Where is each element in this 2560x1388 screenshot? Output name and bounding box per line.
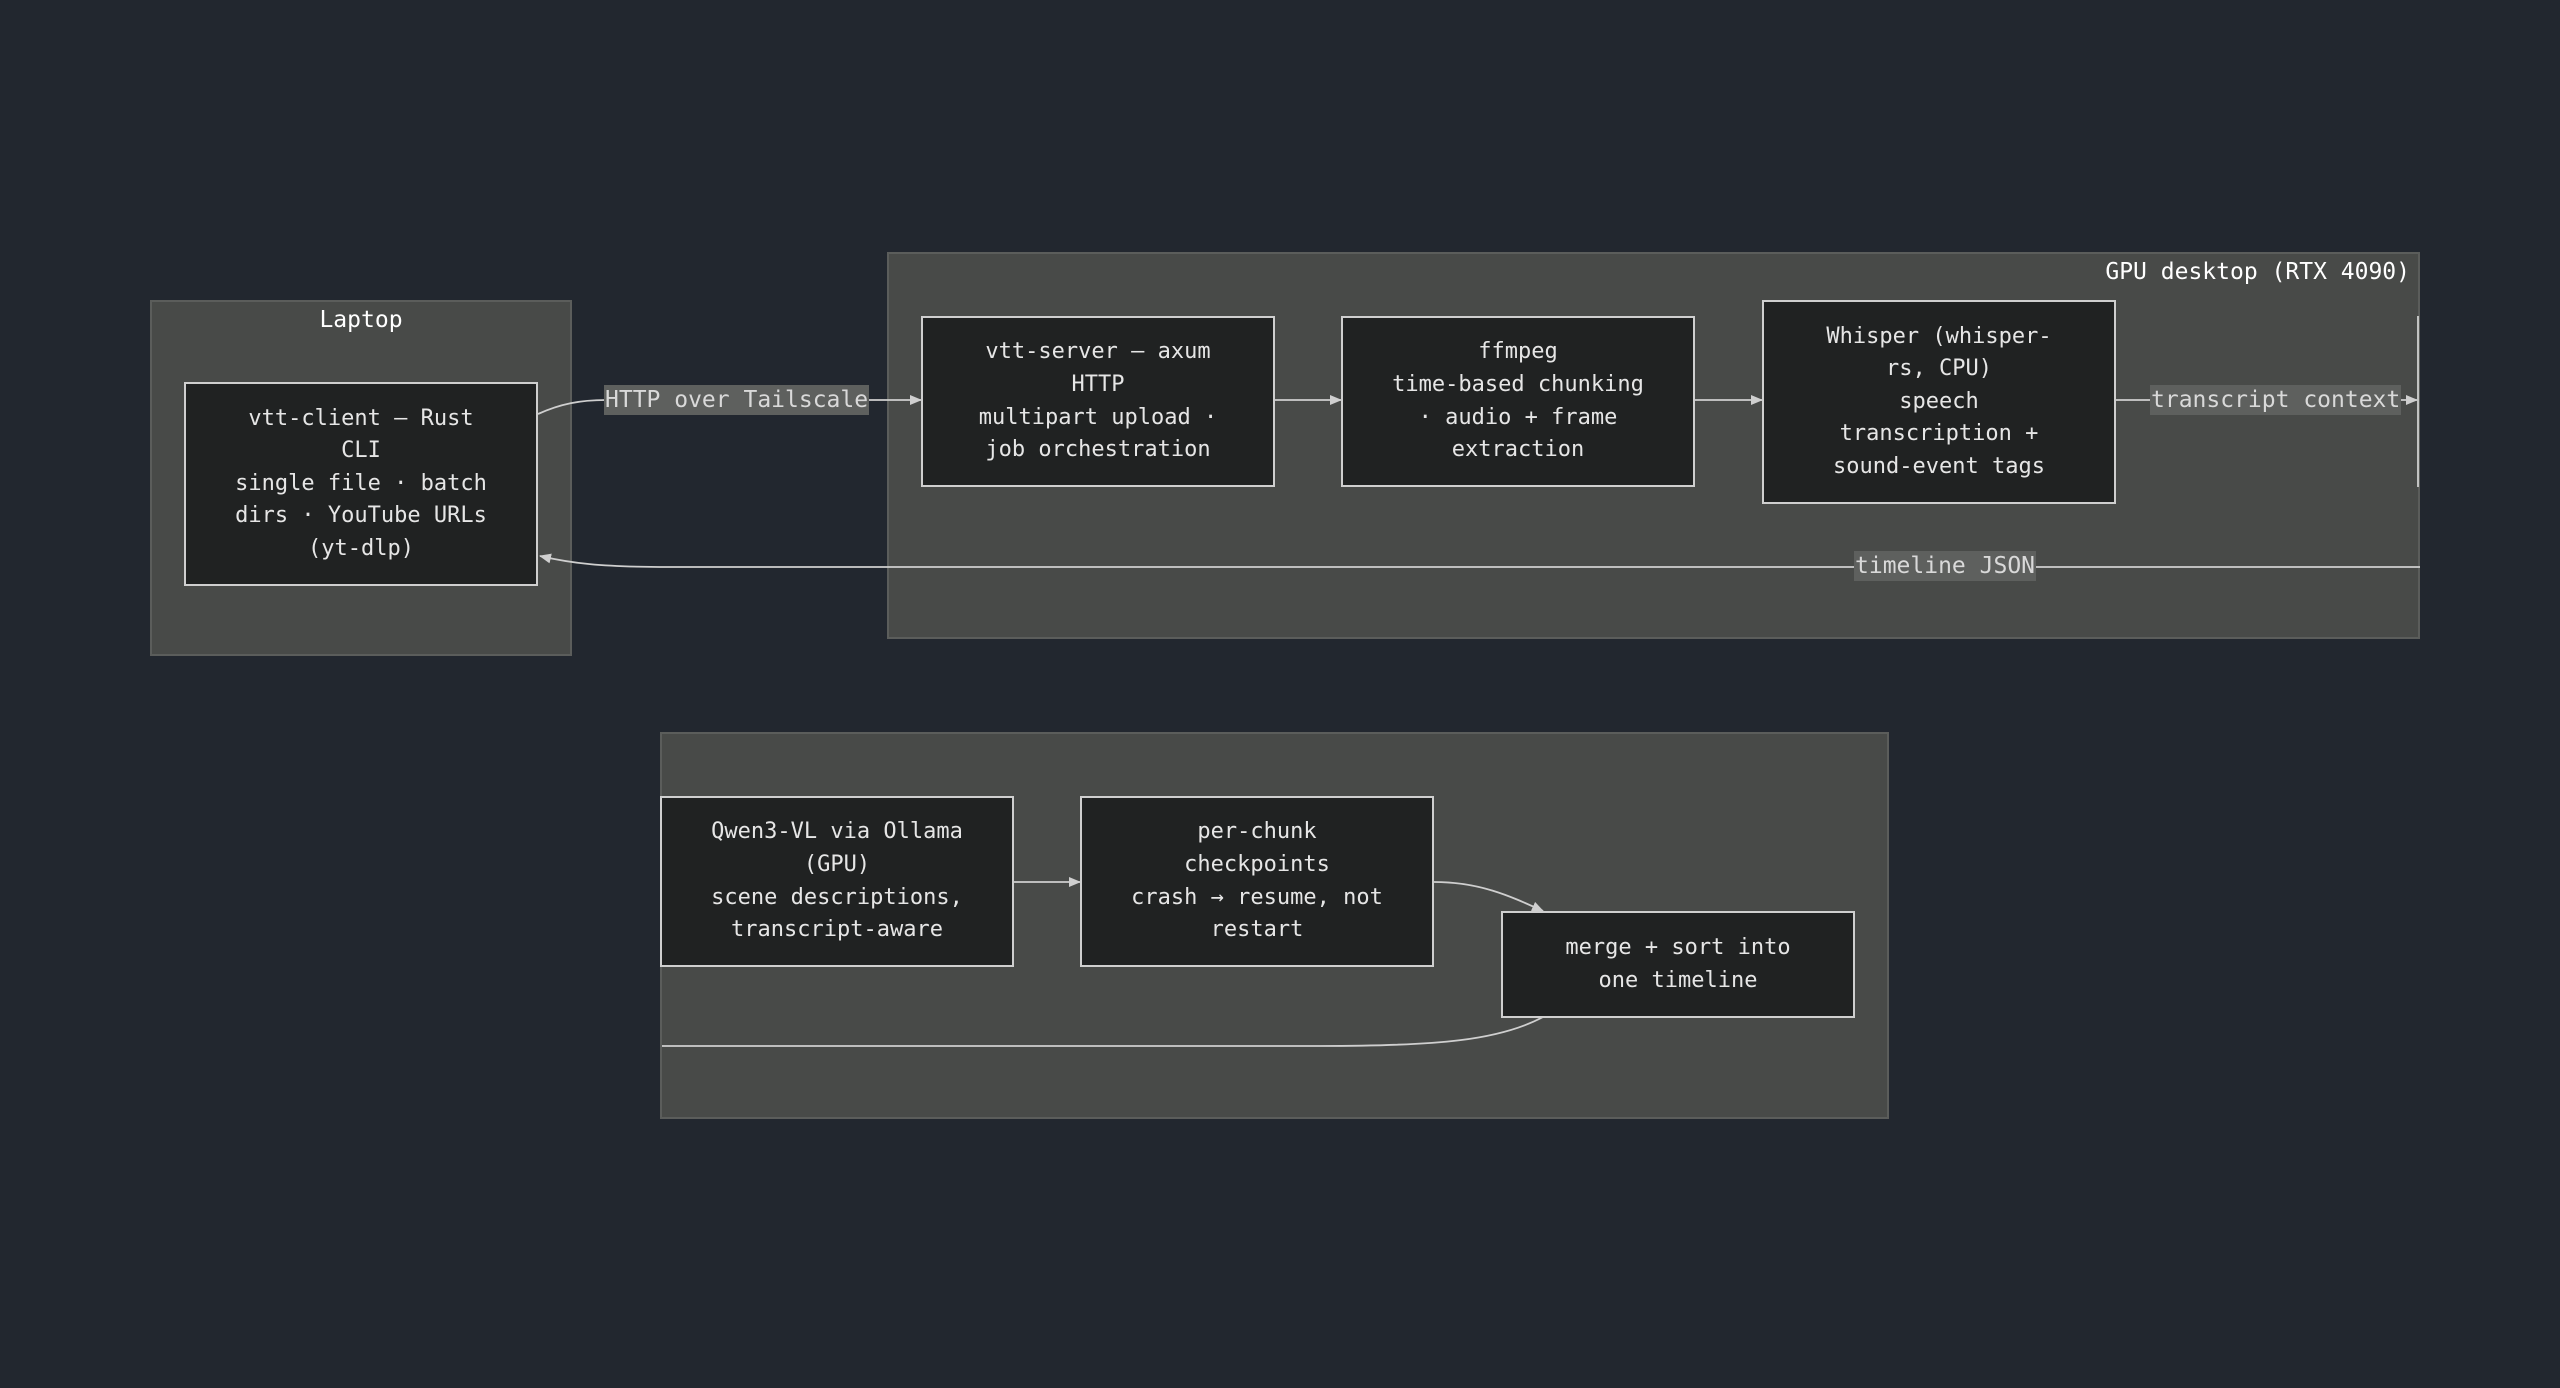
vtt-server-node: vtt-server — axum HTTP multipart upload … [921,316,1275,487]
qwen-node: Qwen3-VL via Ollama (GPU) scene descript… [660,796,1014,967]
gpu-desktop-cluster-title: GPU desktop (RTX 4090) [2105,259,2410,285]
merge-label: merge + sort into one timeline [1565,934,1791,993]
edge-label-http-over-tailscale: HTTP over Tailscale [604,385,870,415]
checkpoints-label: per-chunk checkpoints crash → resume, no… [1131,819,1383,943]
checkpoints-node: per-chunk checkpoints crash → resume, no… [1080,796,1434,967]
ffmpeg-label: ffmpeg time-based chunking · audio + fra… [1392,339,1644,463]
vtt-server-label: vtt-server — axum HTTP multipart upload … [978,339,1218,463]
whisper-label: Whisper (whisper- rs, CPU) speech transc… [1826,323,2052,479]
qwen-label: Qwen3-VL via Ollama (GPU) scene descript… [711,819,963,943]
vtt-client-label: vtt-client — Rust CLI single file · batc… [235,405,487,561]
whisper-node: Whisper (whisper- rs, CPU) speech transc… [1762,300,2116,504]
vtt-client-node: vtt-client — Rust CLI single file · batc… [184,382,538,586]
merge-node: merge + sort into one timeline [1501,911,1855,1018]
edge-label-timeline-json: timeline JSON [1854,551,2037,581]
ffmpeg-node: ffmpeg time-based chunking · audio + fra… [1341,316,1695,487]
laptop-cluster-title: Laptop [319,307,403,333]
edge-label-transcript-context: transcript context [2150,385,2402,415]
